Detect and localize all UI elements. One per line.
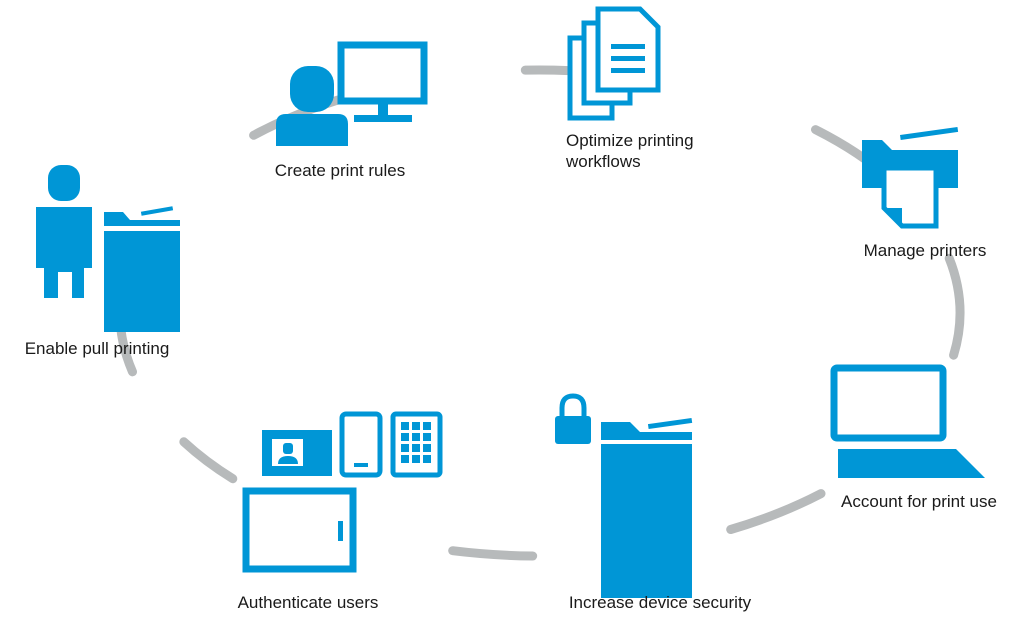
step-label-account-for-print-use: Account for print use: [841, 492, 997, 511]
step-label-optimize-printing-workflows: Optimize printing workflows: [566, 130, 694, 172]
keypad-key: [412, 455, 420, 463]
step-label-line: Optimize printing: [566, 131, 694, 150]
printer-icon: [862, 126, 959, 229]
mfp-printer-icon: [601, 417, 693, 598]
padlock-icon: [555, 393, 591, 444]
monitor-icon: [337, 41, 428, 122]
keypad-key: [401, 455, 409, 463]
keypad-key: [423, 433, 431, 441]
documents-icon: [567, 6, 661, 121]
card-reader-icon: [242, 487, 357, 573]
keypad-key: [423, 444, 431, 452]
keypad-key: [401, 422, 409, 430]
keypad-key: [423, 455, 431, 463]
step-label-line: workflows: [566, 152, 641, 171]
mfp-printer-icon: [104, 206, 180, 332]
step-label-increase-device-security: Increase device security: [568, 593, 752, 612]
keypad-key: [412, 444, 420, 452]
cycle-arc: [944, 253, 965, 360]
cycle-arc: [179, 437, 238, 484]
step-label-manage-printers: Manage printers: [863, 241, 987, 260]
keypad-key: [401, 433, 409, 441]
person-icon: [36, 165, 92, 298]
step-label-create-print-rules: Create print rules: [274, 161, 406, 180]
step-label-enable-pull-printing: Enable pull printing: [24, 339, 170, 358]
keypad-key: [423, 422, 431, 430]
keypad-key: [412, 433, 420, 441]
phone-icon: [339, 411, 383, 478]
laptop-icon: [830, 364, 985, 478]
cycle-arc: [448, 546, 538, 561]
cycle-ring: [115, 65, 965, 561]
cycle-arc: [726, 489, 826, 534]
step-label-authenticate-users: Authenticate users: [237, 593, 379, 612]
keypad-icon: [390, 411, 443, 478]
keypad-key: [412, 422, 420, 430]
id-card-icon: [262, 430, 332, 476]
user-icon: [276, 66, 348, 146]
keypad-key: [401, 444, 409, 452]
